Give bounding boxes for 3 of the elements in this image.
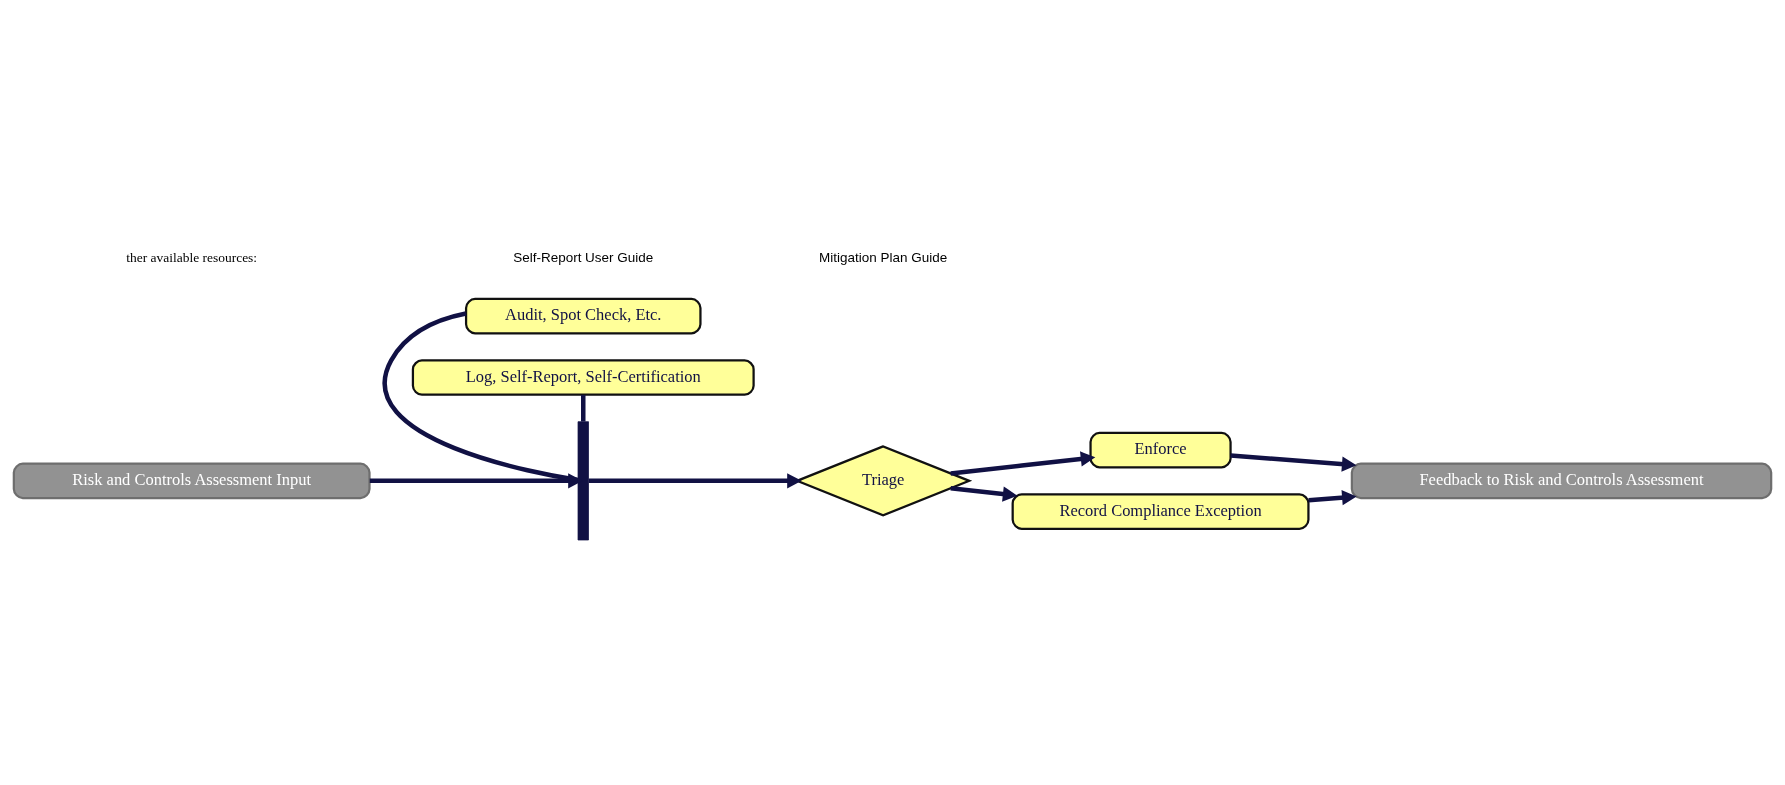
label: ther available resources: bbox=[126, 249, 258, 265]
label: Self-Report User Guide bbox=[513, 249, 654, 265]
label: Mitigation Plan Guide bbox=[819, 249, 948, 265]
